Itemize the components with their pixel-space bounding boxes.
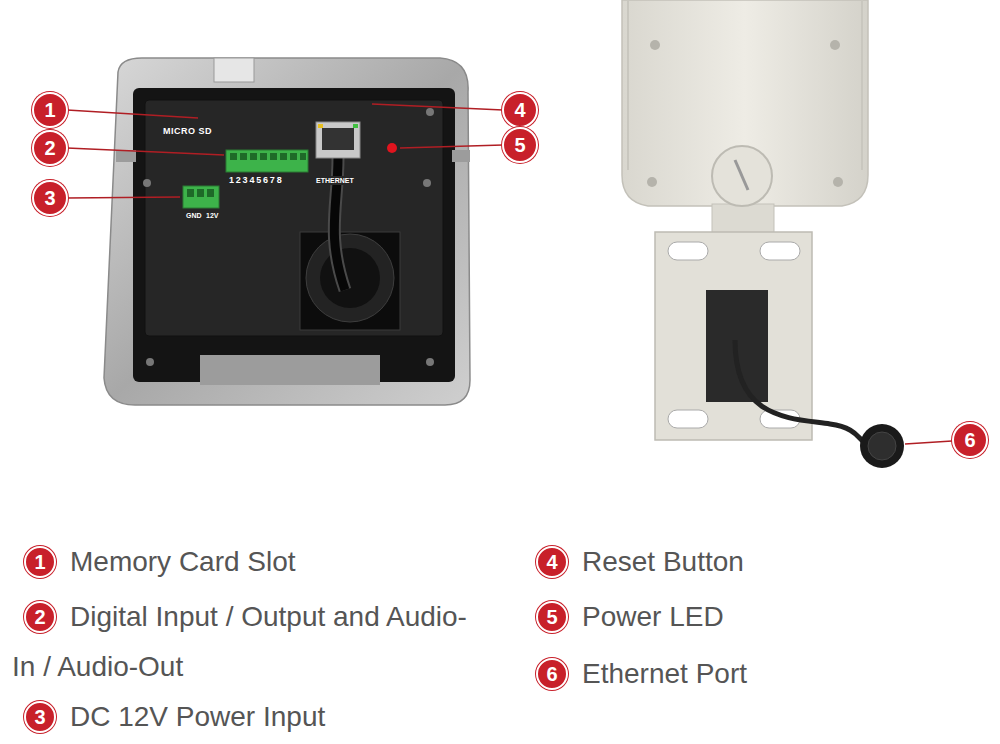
part-label: GND xyxy=(186,212,202,219)
back-plate xyxy=(133,88,455,382)
side-notch xyxy=(116,150,136,162)
camera-back xyxy=(622,0,904,468)
callout-node: 5 xyxy=(502,127,538,163)
legend-item: 6Ethernet Port xyxy=(524,649,984,699)
item-description: Reset Button xyxy=(524,537,984,587)
side-notch xyxy=(452,150,470,162)
cable-hole xyxy=(320,248,380,308)
part-label: 12V xyxy=(206,212,218,219)
illustration-part xyxy=(400,145,503,148)
screw xyxy=(650,40,660,50)
part-label: MICRO SD xyxy=(163,127,212,136)
legend-item: 2Digital Input / Output and Audio-In / A… xyxy=(12,592,480,692)
open-housing xyxy=(104,58,470,405)
screw xyxy=(426,358,434,366)
screw xyxy=(833,177,843,187)
callout-number: 4 xyxy=(502,92,538,128)
part-label: 12345678 xyxy=(229,176,283,185)
callout-node: 6 xyxy=(952,422,988,458)
callout-number: 5 xyxy=(502,127,538,163)
mount-plate xyxy=(655,232,812,440)
screw xyxy=(830,40,840,50)
screw xyxy=(423,179,431,187)
power-led xyxy=(387,143,397,153)
item-description: DC 12V Power Input xyxy=(12,692,482,742)
housing-edge xyxy=(628,0,862,170)
callout-number: 1 xyxy=(24,546,56,578)
callout-number: 2 xyxy=(24,601,56,633)
cable xyxy=(735,340,866,443)
item-description: Ethernet Port xyxy=(524,649,984,699)
mount-slot xyxy=(668,242,708,260)
screw xyxy=(143,179,151,187)
illustration-part xyxy=(250,153,257,160)
terminal-pins xyxy=(187,189,214,197)
illustration-part xyxy=(67,148,224,155)
bottom-notch xyxy=(200,355,380,385)
power-terminal xyxy=(183,186,219,208)
illustration-part xyxy=(240,153,247,160)
illustration-part xyxy=(300,153,306,160)
inner-panel xyxy=(145,100,443,336)
knob-slot xyxy=(735,160,748,190)
hook xyxy=(214,58,254,82)
item-description: Memory Card Slot xyxy=(12,537,482,587)
illustration-part xyxy=(270,153,277,160)
adjust-knob xyxy=(712,146,772,206)
legend-item: 1Memory Card Slot xyxy=(12,537,482,587)
ethernet-jack xyxy=(316,122,360,158)
illustration-part xyxy=(187,189,194,197)
illustration-part xyxy=(67,197,180,198)
callout-number: 4 xyxy=(536,546,568,578)
illustration-part xyxy=(260,153,267,160)
callout-node: 3 xyxy=(32,180,68,216)
illustration-part xyxy=(905,441,952,444)
housing-back xyxy=(622,0,868,206)
illustration-part xyxy=(207,189,214,197)
callout-number: 6 xyxy=(952,422,988,458)
legend-item: 5Power LED xyxy=(524,592,984,642)
jack-led xyxy=(318,124,323,128)
callout-number: 6 xyxy=(536,658,568,690)
illustration-part xyxy=(290,153,297,160)
callout-number: 3 xyxy=(32,180,68,216)
callout-number: 2 xyxy=(32,130,68,166)
bracket-neck xyxy=(712,204,774,236)
part-label: ETHERNET xyxy=(314,176,356,185)
illustration-part xyxy=(230,153,237,160)
ethernet-jack xyxy=(322,128,354,150)
callout-node: 1 xyxy=(32,92,68,128)
callout-number: 3 xyxy=(24,701,56,733)
callout-number: 5 xyxy=(536,601,568,633)
illustration-part xyxy=(67,110,198,118)
illustration-part xyxy=(372,104,503,110)
callout-node: 2 xyxy=(32,130,68,166)
illustration-part xyxy=(280,153,287,160)
mount-slot xyxy=(668,410,708,428)
ethernet-connector xyxy=(868,432,896,460)
callout-number: 1 xyxy=(32,92,68,128)
ethernet-connector xyxy=(860,424,904,468)
legend-item: 4Reset Button xyxy=(524,537,984,587)
mount-slot xyxy=(760,242,800,260)
callout-node: 4 xyxy=(502,92,538,128)
screw xyxy=(647,177,657,187)
jack-led xyxy=(353,124,358,128)
item-description: Digital Input / Output and Audio-In / Au… xyxy=(12,592,480,692)
screw xyxy=(426,108,434,116)
illustration-part xyxy=(197,189,204,197)
item-description: Power LED xyxy=(524,592,984,642)
screw xyxy=(146,358,154,366)
metal-rim xyxy=(104,58,470,405)
legend-item: 3DC 12V Power Input xyxy=(12,692,482,742)
cable-hole xyxy=(306,234,394,322)
leader-lines xyxy=(67,104,952,444)
io-terminal xyxy=(226,150,308,172)
cable-opening xyxy=(300,232,400,330)
terminal-pins xyxy=(230,153,306,160)
